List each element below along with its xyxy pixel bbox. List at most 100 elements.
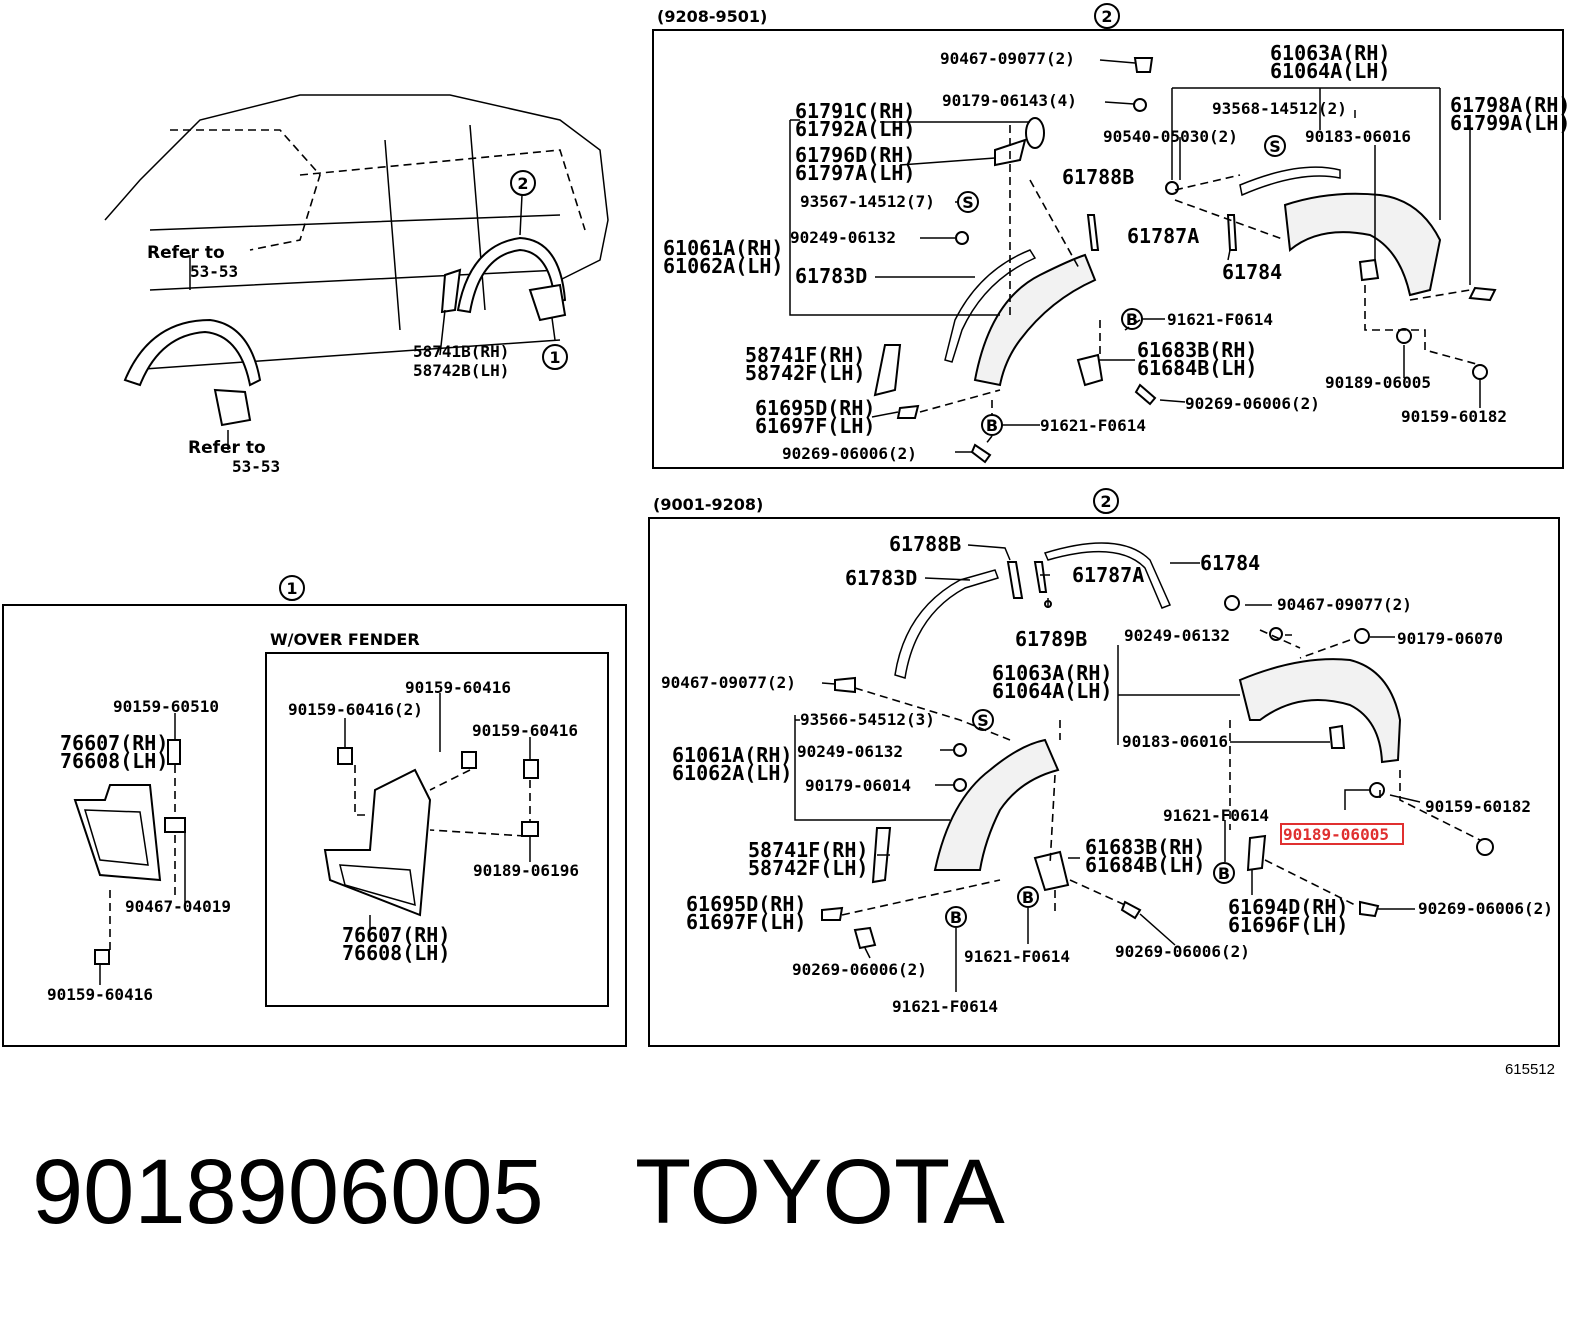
part-label: 61788B bbox=[889, 532, 961, 556]
part-label: 61063A(RH) bbox=[1270, 41, 1390, 65]
clip-b-icon-label: B bbox=[1126, 310, 1138, 329]
part-label: 90269-06006(2) bbox=[792, 960, 927, 979]
leader-lines bbox=[344, 693, 531, 930]
nut-clip-icon bbox=[521, 821, 539, 837]
part-label: 58742F(LH) bbox=[748, 856, 868, 880]
part-label: 61064A(LH) bbox=[992, 679, 1112, 703]
bracket-61798a bbox=[1468, 286, 1497, 302]
mudguard-panel: 1 W/OVER FENDER 90159-60510 76607(RH) 76… bbox=[2, 575, 627, 1047]
refer-front-label: Refer to bbox=[147, 243, 225, 263]
clip-s-icon-label: S bbox=[1269, 137, 1281, 156]
part-label: 58741F(RH) bbox=[745, 343, 865, 367]
bracket-90183 bbox=[1358, 258, 1380, 282]
part-label: 61783D bbox=[795, 264, 867, 288]
lower-fender-panel: (9001-9208) 2 S B B B bbox=[648, 488, 1560, 1047]
clip-b-icon bbox=[1213, 862, 1235, 884]
part-label: 61061A(RH) bbox=[672, 743, 792, 767]
part-label: 61697F(LH) bbox=[686, 910, 806, 934]
callout-marker-1-label: 1 bbox=[549, 348, 560, 367]
part-label: 90159-60416 bbox=[472, 721, 578, 740]
screw-icon bbox=[1134, 383, 1157, 406]
part-label: 61683B(RH) bbox=[1137, 338, 1257, 362]
bracket-61683b bbox=[1033, 850, 1070, 892]
part-label: 93567-14512(7) bbox=[800, 192, 935, 211]
bracket-61695d bbox=[896, 404, 920, 419]
clip-icon bbox=[1354, 628, 1370, 644]
assembly-line bbox=[109, 765, 176, 950]
part-label: 91621-F0614 bbox=[892, 997, 998, 1016]
part-label: 61787A bbox=[1127, 224, 1199, 248]
part-label: 90159-60182 bbox=[1401, 407, 1507, 426]
part-label: 61062A(LH) bbox=[672, 761, 792, 785]
clip-s-icon-label: S bbox=[962, 193, 974, 212]
bracket-61791c bbox=[1025, 117, 1045, 149]
assembly-line bbox=[919, 125, 1481, 446]
part-label: 90269-06006(2) bbox=[782, 444, 917, 463]
mudguard-inner bbox=[83, 809, 149, 866]
part-label: 61697F(LH) bbox=[755, 414, 875, 438]
diagram-code: 615512 bbox=[1505, 1061, 1555, 1078]
clip-icon bbox=[1369, 782, 1385, 798]
vehicle-overview: 2 1 Refer to 53-53 Refer to 53-53 58741B… bbox=[104, 94, 609, 476]
part-label: 61789B bbox=[1015, 627, 1087, 651]
part-label: 90159-60416(2) bbox=[288, 700, 423, 719]
part-label: 61064A(LH) bbox=[1270, 59, 1390, 83]
highlight-box[interactable] bbox=[1280, 823, 1404, 845]
part-label: 91621-F0614 bbox=[1167, 310, 1273, 329]
leader-lines bbox=[99, 713, 186, 985]
leader-lines bbox=[794, 544, 1421, 992]
refer-rear-page: 53-53 bbox=[232, 457, 280, 476]
bolt-icon bbox=[461, 751, 477, 769]
clip-b-icon-label: B bbox=[986, 416, 998, 435]
bolt-icon bbox=[167, 739, 181, 765]
part-label: 90179-06070 bbox=[1397, 629, 1503, 648]
part-label: 90269-06006(2) bbox=[1418, 899, 1553, 918]
screw-icon bbox=[1472, 364, 1488, 380]
clip-b-icon-label: B bbox=[1218, 864, 1230, 883]
clip-icon bbox=[953, 778, 967, 792]
bolt-icon bbox=[523, 759, 539, 779]
part-label: 61694D(RH) bbox=[1228, 895, 1348, 919]
part-label: 91621-F0614 bbox=[964, 947, 1070, 966]
part-label: 90189-06005 bbox=[1325, 373, 1431, 392]
part-label: 58741F(RH) bbox=[748, 838, 868, 862]
part-label: 61061A(RH) bbox=[663, 236, 783, 260]
screw-icon bbox=[970, 443, 992, 464]
upper-frame bbox=[652, 29, 1564, 469]
bolt-icon bbox=[337, 747, 353, 765]
part-label: 61796D(RH) bbox=[795, 143, 915, 167]
clip-icon bbox=[1133, 57, 1154, 73]
brand-name: TOYOTA bbox=[635, 1141, 1005, 1243]
part-label: 90249-06132 bbox=[797, 742, 903, 761]
rear-over-fender bbox=[1238, 658, 1402, 764]
highlighted-part-label[interactable]: 90189-06005 bbox=[1283, 825, 1389, 844]
molding-61788b bbox=[1086, 214, 1100, 251]
clip-icon bbox=[953, 743, 967, 757]
part-number: 9018906005 bbox=[32, 1141, 544, 1243]
part-label: 90269-06006(2) bbox=[1115, 942, 1250, 961]
vehicle-hidden-line bbox=[170, 129, 321, 251]
molding-61787a bbox=[1226, 214, 1238, 251]
section-marker bbox=[1094, 3, 1120, 29]
refer-front-page: 53-53 bbox=[190, 262, 238, 281]
clip-icon bbox=[834, 676, 856, 694]
clip-icon bbox=[1133, 98, 1147, 112]
clip-s-icon-label: S bbox=[977, 711, 989, 730]
part-label: 91621-F0614 bbox=[1163, 806, 1269, 825]
clip-icon bbox=[1269, 627, 1283, 641]
callout-marker-1 bbox=[542, 344, 568, 370]
part-label: 58741B(RH) bbox=[413, 342, 509, 361]
screw-icon bbox=[853, 926, 877, 950]
over-fender-title: W/OVER FENDER bbox=[270, 630, 420, 649]
mudguard-inner bbox=[339, 864, 416, 907]
part-label: 58742B(LH) bbox=[413, 361, 509, 380]
section-marker bbox=[279, 575, 305, 601]
vehicle-body-line bbox=[129, 214, 561, 371]
part-label: 61783D bbox=[845, 566, 917, 590]
part-label: 61695D(RH) bbox=[686, 892, 806, 916]
leader-lines bbox=[789, 59, 1481, 453]
section-marker bbox=[1093, 488, 1119, 514]
part-label: 61797A(LH) bbox=[795, 161, 915, 185]
clip-b-icon-label: B bbox=[1022, 888, 1034, 907]
